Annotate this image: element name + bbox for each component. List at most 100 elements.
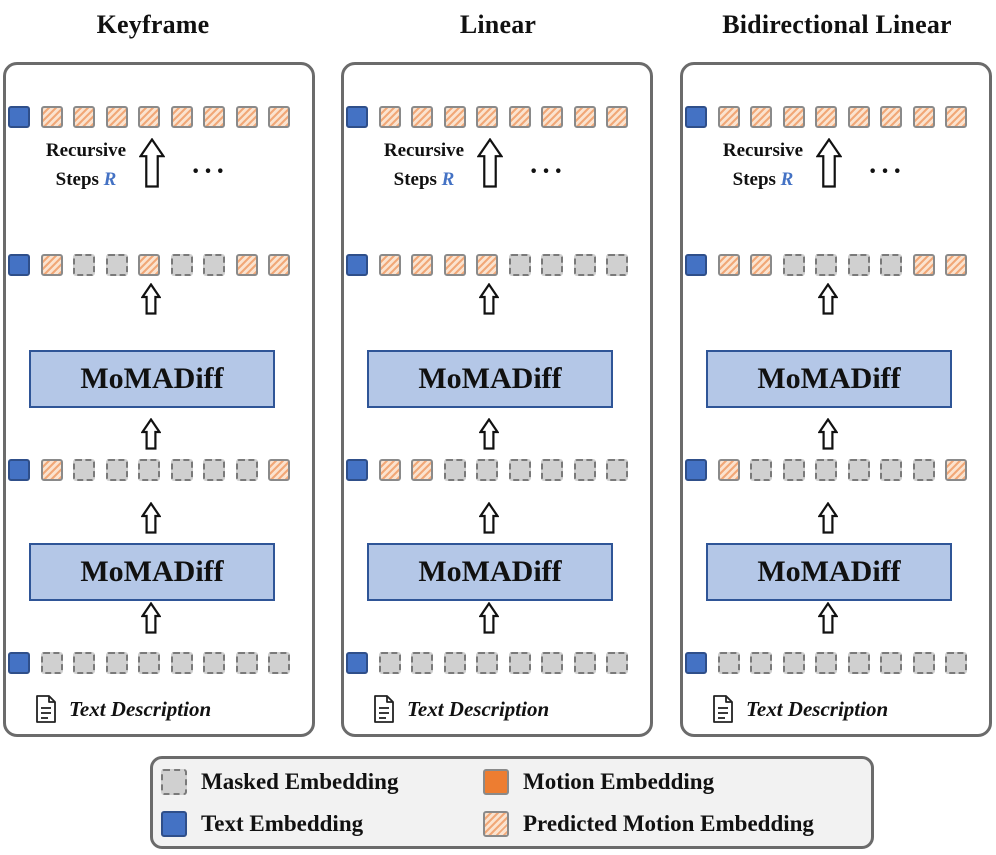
text-embedding-swatch: [161, 811, 187, 837]
second-to-model-arrow: [141, 283, 161, 315]
predicted-motion-token: [378, 254, 401, 276]
steps-label: Steps: [55, 169, 104, 190]
bottom-to-model-arrow: [479, 602, 499, 634]
third-to-model-arrow: [141, 502, 161, 534]
masked-embedding-token: [606, 254, 628, 276]
predicted-motion-token: [508, 106, 531, 128]
masked-embedding-token: [815, 254, 837, 276]
predicted-motion-token: [476, 106, 498, 128]
predicted-motion-token: [443, 106, 466, 128]
document-icon: [713, 695, 733, 723]
masked-embedding-token: [815, 652, 837, 674]
predicted-motion-token: [815, 106, 837, 128]
column-title: Keyframe: [96, 10, 210, 39]
predicted-motion-token: [541, 106, 563, 128]
masked-embedding-token: [912, 652, 935, 674]
masked-embedding-token: [235, 652, 258, 674]
predicted-motion-token: [378, 459, 401, 481]
momadiff-box: MoMADiff: [706, 350, 952, 408]
text-embedding-token: [8, 254, 30, 276]
legend-masked-label: Masked Embedding: [201, 769, 399, 794]
third-to-model-arrow: [479, 502, 499, 534]
momadiff-box: MoMADiff: [367, 543, 613, 601]
predicted-motion-token: [411, 106, 433, 128]
masked-embedding-token: [443, 652, 466, 674]
masked-embedding-token: [782, 254, 805, 276]
masked-embedding-token: [847, 254, 870, 276]
masked-embedding-token: [847, 652, 870, 674]
masked-embedding-token: [573, 652, 596, 674]
recursive-label: Recursive: [45, 140, 127, 161]
predicted-motion-token: [606, 106, 628, 128]
ellipsis: ···: [529, 156, 567, 187]
masked-embedding-token: [40, 652, 63, 674]
masked-embedding-token: [606, 459, 628, 481]
masked-embedding-token: [105, 459, 128, 481]
predicted-motion-token: [443, 254, 466, 276]
bottom-to-model-arrow: [818, 602, 838, 634]
masked-embedding-token: [170, 254, 193, 276]
steps-line: Steps R: [31, 165, 141, 194]
masked-embedding-token: [508, 254, 531, 276]
motion-embedding-swatch: [483, 769, 509, 795]
text-description-label: Text Description: [69, 696, 212, 721]
recursive-steps-arrow: [816, 138, 842, 188]
predicted-motion-token: [945, 254, 967, 276]
document-icon: [374, 695, 394, 723]
masked-embedding-swatch: [161, 769, 187, 795]
legend: Masked Embedding Text Embedding Motion E…: [150, 756, 874, 849]
masked-embedding-token: [170, 459, 193, 481]
text-description: Text Description: [35, 694, 211, 724]
predicted-motion-token: [411, 459, 433, 481]
model-to-third-arrow: [141, 418, 161, 450]
masked-embedding-token: [717, 652, 740, 674]
predicted-motion-token: [40, 459, 63, 481]
legend-predicted: Predicted Motion Embedding: [483, 811, 814, 837]
predicted-motion-token: [573, 106, 596, 128]
predicted-motion-token: [717, 106, 740, 128]
masked-embedding-token: [138, 652, 160, 674]
masked-embedding-token: [606, 652, 628, 674]
text-description: Text Description: [373, 694, 549, 724]
predicted-motion-token: [945, 459, 967, 481]
text-embedding-token: [346, 254, 368, 276]
predicted-motion-token: [476, 254, 498, 276]
recursive-steps-arrow: [477, 138, 503, 188]
predicted-motion-token: [268, 254, 290, 276]
text-embedding-token: [685, 254, 707, 276]
masked-embedding-token: [203, 459, 225, 481]
masked-embedding-token: [573, 459, 596, 481]
predicted-motion-token: [203, 106, 225, 128]
predicted-motion-token: [717, 254, 740, 276]
steps-variable: R: [780, 169, 794, 190]
column-title: Linear: [459, 10, 537, 39]
masked-embedding-token: [73, 652, 95, 674]
predicted-motion-token: [411, 254, 433, 276]
model-to-third-arrow: [818, 418, 838, 450]
momadiff-box: MoMADiff: [29, 543, 275, 601]
legend-masked: Masked Embedding: [161, 769, 398, 795]
predicted-motion-token: [268, 459, 290, 481]
text-embedding-token: [8, 652, 30, 674]
column-title: Bidirectional Linear: [722, 10, 952, 39]
predicted-motion-token: [40, 106, 63, 128]
text-description-label: Text Description: [407, 696, 550, 721]
predicted-motion-token: [945, 106, 967, 128]
masked-embedding-token: [541, 652, 563, 674]
masked-embedding-token: [750, 459, 772, 481]
predicted-motion-token: [750, 106, 772, 128]
masked-embedding-token: [945, 652, 967, 674]
text-embedding-token: [685, 652, 707, 674]
momadiff-box: MoMADiff: [367, 350, 613, 408]
masked-embedding-token: [203, 652, 225, 674]
predicted-motion-token: [912, 254, 935, 276]
masked-embedding-token: [782, 652, 805, 674]
legend-predicted-label: Predicted Motion Embedding: [523, 811, 814, 836]
predicted-motion-token: [138, 254, 160, 276]
masked-embedding-token: [203, 254, 225, 276]
masked-embedding-token: [782, 459, 805, 481]
predicted-motion-token: [235, 106, 258, 128]
masked-embedding-token: [73, 459, 95, 481]
masked-embedding-token: [880, 254, 902, 276]
